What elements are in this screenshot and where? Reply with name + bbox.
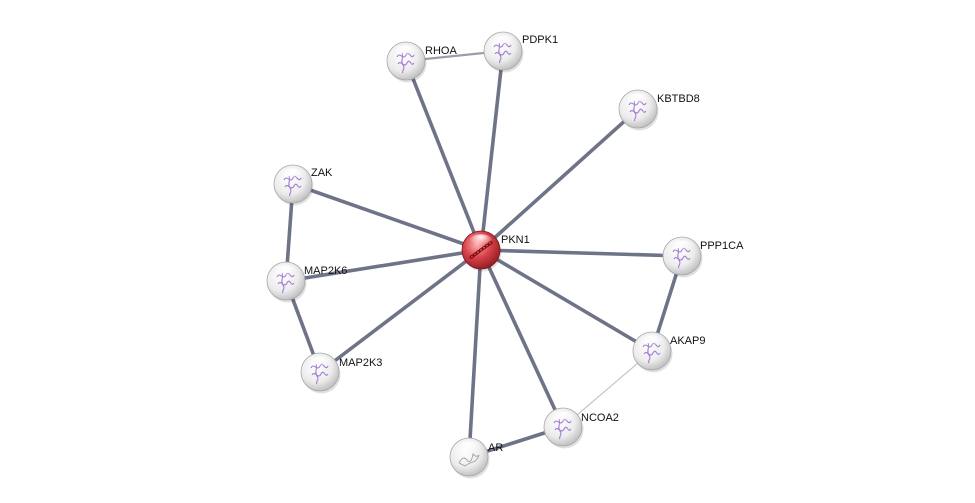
node-ar[interactable]: AR xyxy=(449,437,503,479)
edge-pkn1-zak[interactable] xyxy=(291,182,483,252)
node-label-map2k3: MAP2K3 xyxy=(339,357,382,369)
node-label-ar: AR xyxy=(488,442,503,454)
partner-node-sphere xyxy=(618,89,658,129)
node-label-kbtbd8: KBTBD8 xyxy=(657,93,700,105)
node-label-rhoa: RHOA xyxy=(425,45,457,57)
node-label-pkn1: PKN1 xyxy=(501,234,530,246)
partner-node-sphere xyxy=(483,31,523,71)
edge-pkn1-ppp1ca[interactable] xyxy=(479,248,684,258)
node-ncoa2[interactable]: NCOA2 xyxy=(543,407,619,449)
node-kbtbd8[interactable]: KBTBD8 xyxy=(618,89,700,131)
partner-node-sphere xyxy=(543,407,583,447)
node-ppp1ca[interactable]: PPP1CA xyxy=(662,236,744,278)
partner-node-sphere xyxy=(662,236,702,276)
edge-pkn1-map2k3[interactable] xyxy=(318,248,483,374)
partner-node-sphere xyxy=(632,331,672,371)
node-akap9[interactable]: AKAP9 xyxy=(632,331,705,373)
edge-pkn1-ncoa2[interactable] xyxy=(479,248,565,429)
partner-node-sphere xyxy=(266,261,306,301)
node-pdpk1[interactable]: PDPK1 xyxy=(483,31,558,73)
partner-node-sphere xyxy=(386,41,426,81)
partner-node-sphere xyxy=(273,164,313,204)
query-node-sphere xyxy=(461,230,501,270)
node-label-ppp1ca: PPP1CA xyxy=(700,240,744,252)
node-label-akap9: AKAP9 xyxy=(670,335,705,347)
edge-akap9-ncoa2[interactable] xyxy=(562,350,653,428)
node-label-zak: ZAK xyxy=(311,167,333,179)
node-map2k6[interactable]: MAP2K6 xyxy=(266,261,347,303)
node-label-pdpk1: PDPK1 xyxy=(522,34,558,46)
edge-pkn1-ar[interactable] xyxy=(467,248,483,459)
edge-pkn1-map2k6[interactable] xyxy=(284,248,483,283)
partner-node-sphere xyxy=(449,437,489,477)
node-zak[interactable]: ZAK xyxy=(273,164,333,206)
node-label-map2k6: MAP2K6 xyxy=(304,265,347,277)
edge-pkn1-rhoa[interactable] xyxy=(404,59,483,252)
node-rhoa[interactable]: RHOA xyxy=(386,41,457,83)
edge-pkn1-pdpk1[interactable] xyxy=(479,49,505,252)
node-map2k3[interactable]: MAP2K3 xyxy=(300,352,382,394)
edge-pkn1-akap9[interactable] xyxy=(479,248,654,353)
partner-node-sphere xyxy=(300,352,340,392)
node-label-ncoa2: NCOA2 xyxy=(581,412,619,424)
edge-pkn1-kbtbd8[interactable] xyxy=(479,107,640,252)
